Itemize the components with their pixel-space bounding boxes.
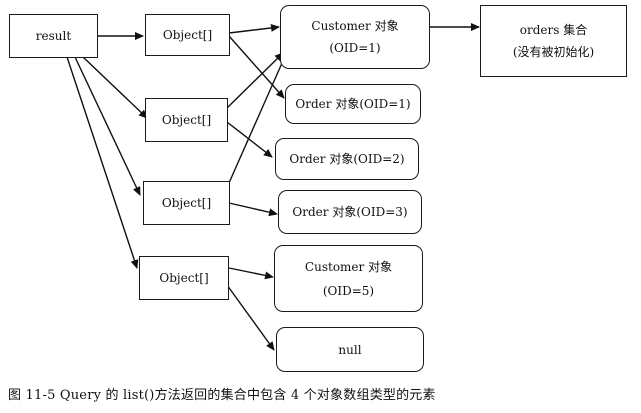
arrow-obj3-order3 — [228, 202, 278, 217]
null-label: null — [338, 342, 362, 357]
arrow-result-obj2 — [82, 56, 148, 119]
order-object-label-2: Order 对象(OID=2) — [289, 152, 405, 166]
object-array-box-3: Object[] — [143, 181, 230, 225]
object-array-label-1: Object[] — [162, 28, 213, 42]
arrow-obj1-customer1 — [228, 23, 280, 34]
null-box: null — [276, 327, 424, 372]
object-array-box-4: Object[] — [139, 256, 229, 300]
orders-collection-title: orders 集合 — [519, 23, 588, 37]
result-box: result — [9, 14, 98, 58]
order-object-box-oid1: Order 对象(OID=1) — [285, 84, 421, 124]
order-object-label-1: Order 对象(OID=1) — [295, 97, 411, 111]
object-array-label-3: Object[] — [161, 196, 212, 210]
arrow-result-obj3 — [74, 56, 141, 196]
order-object-box-oid2: Order 对象(OID=2) — [275, 138, 419, 180]
arrow-obj4-customer5 — [228, 267, 274, 280]
order-object-label-3: Order 对象(OID=3) — [292, 205, 408, 219]
arrow-obj2-customer1 — [226, 52, 284, 109]
figure-caption: 图 11-5 Query 的 list()方法返回的集合中包含 4 个对象数组类… — [8, 388, 436, 403]
arrow-result-obj4 — [66, 56, 139, 269]
customer-object-title-5: Customer 对象 — [304, 259, 393, 274]
arrow-obj4-null — [226, 284, 275, 351]
object-array-box-1: Object[] — [145, 14, 230, 56]
customer-object-oid-5: (OID=5) — [322, 283, 375, 298]
orders-collection-box: orders 集合 (没有被初始化) — [480, 5, 627, 77]
orders-collection-status: (没有被初始化) — [512, 45, 595, 59]
arrow-obj2-order2 — [226, 121, 273, 158]
result-label: result — [35, 29, 72, 43]
customer-object-box-oid1: Customer 对象 (OID=1) — [280, 5, 430, 69]
object-array-box-2: Object[] — [145, 98, 228, 142]
order-object-box-oid3: Order 对象(OID=3) — [278, 190, 422, 234]
arrow-obj3-customer1 — [228, 53, 287, 184]
customer-object-title-1: Customer 对象 — [311, 19, 399, 33]
object-array-label-4: Object[] — [159, 271, 209, 285]
customer-object-box-oid5: Customer 对象 (OID=5) — [274, 245, 423, 312]
customer-object-oid-1: (OID=1) — [329, 41, 381, 55]
object-array-label-2: Object[] — [161, 113, 212, 127]
arrow-obj1-order1 — [228, 35, 285, 99]
